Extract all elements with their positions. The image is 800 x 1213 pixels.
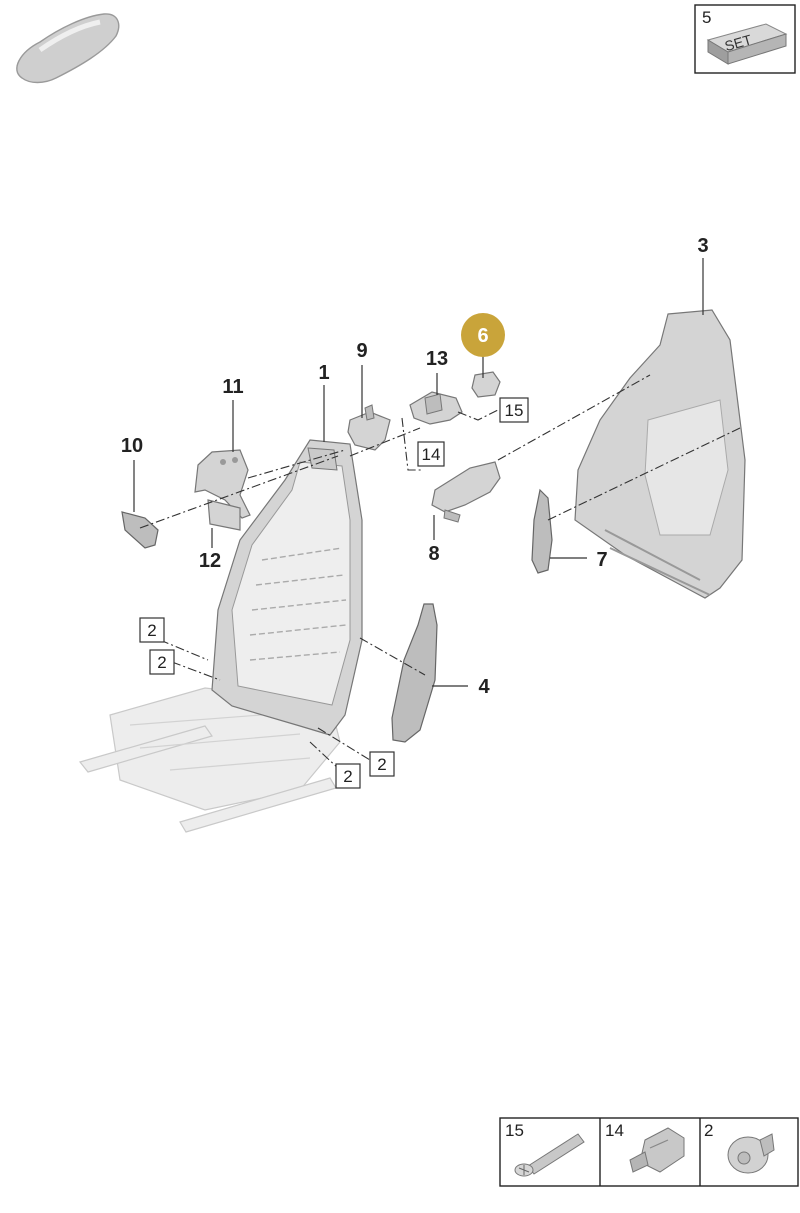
callout-7[interactable]: 7 [596,549,607,571]
svg-text:15: 15 [505,1121,524,1140]
callout-3[interactable]: 3 [697,235,708,257]
part-6-clip[interactable] [471,371,501,398]
panel-cell-14[interactable]: 14 [605,1121,685,1173]
car-model-icon[interactable] [16,13,120,84]
leader-lines [133,258,704,687]
bolt-icon [727,1133,775,1174]
svg-text:14: 14 [422,445,441,464]
panel-cell-2[interactable]: 2 [704,1121,775,1174]
clip-icon [629,1127,685,1173]
part-8-bracket[interactable] [431,461,501,523]
boxed-ref-2-a[interactable]: 2 [139,617,165,643]
callout-8[interactable]: 8 [428,543,439,565]
boxed-ref-14[interactable]: 14 [417,441,445,467]
callout-9[interactable]: 9 [356,340,367,362]
part-9-bracket[interactable] [347,404,391,451]
panel-cell-15[interactable]: 15 [505,1121,585,1177]
assembly-lines [139,374,741,771]
callout-6[interactable]: 6 [477,325,488,347]
callout-numbers: 1 3 4 6 7 8 9 10 11 12 13 [121,235,709,698]
set-icon: SET [706,23,788,65]
svg-text:2: 2 [343,767,352,786]
svg-text:2: 2 [157,653,166,672]
boxed-ref-2-d[interactable]: 2 [335,763,361,789]
svg-text:14: 14 [605,1121,624,1140]
part-3-backrest-shell[interactable] [574,309,746,599]
part-1-seat-frame[interactable] [211,439,363,736]
part-7-side-panel[interactable] [531,488,553,574]
callout-4[interactable]: 4 [478,676,490,698]
callout-10[interactable]: 10 [121,435,143,457]
part-4-side-trim[interactable] [391,603,438,743]
part-12-guide[interactable] [207,499,241,531]
callout-12[interactable]: 12 [199,550,221,572]
svg-text:2: 2 [704,1121,713,1140]
set-label: SET [723,31,754,54]
part-13-mount[interactable] [409,391,463,425]
boxed-ref-2-b[interactable]: 2 [149,649,175,675]
svg-text:2: 2 [147,621,156,640]
svg-text:15: 15 [505,401,524,420]
boxed-references: 2 2 2 2 14 15 [139,397,529,789]
boxed-ref-2-c[interactable]: 2 [369,751,395,777]
highlight-circle-6[interactable] [461,313,505,357]
part-11-cover[interactable] [194,449,251,519]
callout-11[interactable]: 11 [222,376,243,398]
callout-1[interactable]: 1 [318,362,329,384]
set-number: 5 [702,8,711,27]
set-box[interactable]: 5 SET [694,4,796,74]
callout-13[interactable]: 13 [426,348,448,370]
screw-icon [514,1133,585,1177]
svg-text:2: 2 [377,755,386,774]
boxed-ref-15[interactable]: 15 [499,397,529,423]
part-10-trim[interactable] [121,511,159,549]
parts-panel: 15 14 2 [499,1117,799,1187]
